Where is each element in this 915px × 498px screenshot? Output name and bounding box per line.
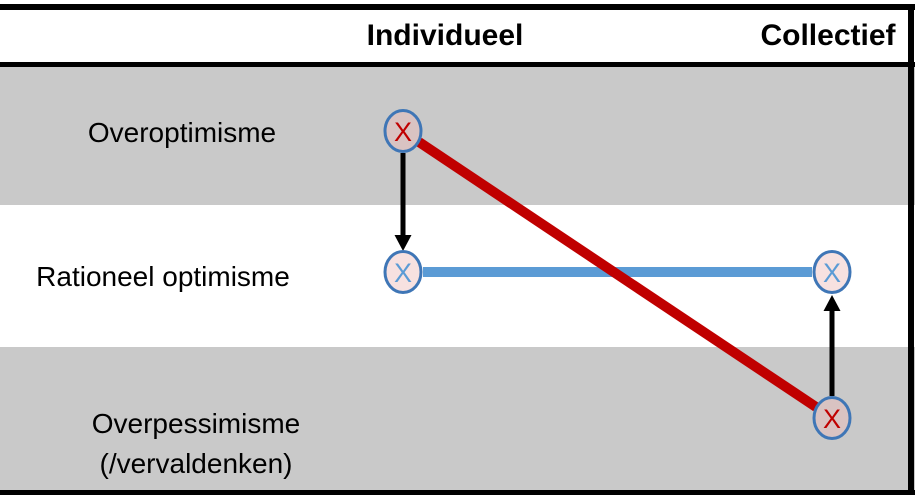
marker-symbol-overpessimisme-collectief: X bbox=[823, 404, 841, 434]
row-label-overpessimisme-line1: Overpessimisme bbox=[91, 408, 301, 439]
marker-symbol-rationeel-optimisme-individueel: X bbox=[394, 258, 412, 288]
marker-symbol-rationeel-optimisme-collectief: X bbox=[823, 258, 841, 288]
marker-overoptimisme-individueel bbox=[383, 109, 423, 153]
marker-overpessimisme-collectief bbox=[812, 396, 852, 440]
row-label-overoptimisme: Overoptimisme bbox=[87, 117, 277, 148]
black-down-arrow-head bbox=[394, 235, 412, 251]
marker-rationeel-optimisme-collectief bbox=[812, 250, 852, 294]
red-diagonal-connector bbox=[416, 137, 819, 412]
column-header-collectief: Collectief bbox=[760, 19, 896, 52]
row-label-rationeel-optimisme: Rationeel optimisme bbox=[36, 261, 290, 292]
frame-border-right bbox=[908, 4, 914, 495]
row-label-overpessimisme-line2: (/vervaldenken) bbox=[99, 448, 293, 479]
marker-symbol-overoptimisme-individueel: X bbox=[394, 117, 412, 147]
frame-border-top bbox=[0, 4, 915, 10]
column-header-individueel: Individueel bbox=[366, 19, 524, 52]
header-separator-line bbox=[0, 62, 915, 67]
black-up-arrow-head bbox=[823, 295, 841, 311]
frame-border-bottom bbox=[0, 490, 915, 495]
marker-rationeel-optimisme-individueel bbox=[383, 250, 423, 294]
band-overoptimisme bbox=[0, 67, 915, 205]
row-label-overpessimisme: Overpessimisme (/vervaldenken) bbox=[92, 404, 300, 484]
